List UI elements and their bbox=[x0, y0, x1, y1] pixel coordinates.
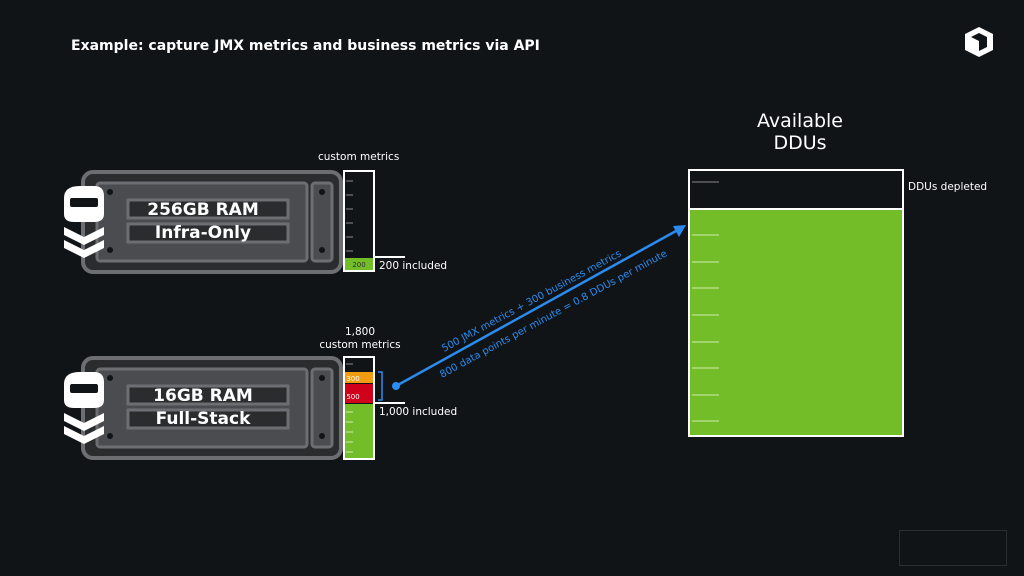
meter-bottom-red-label: 500 bbox=[346, 393, 359, 401]
slide-title: Example: capture JMX metrics and busines… bbox=[71, 38, 540, 54]
meter-top-included-label: 200 included bbox=[379, 260, 448, 272]
server-bottom-line1: 16GB RAM bbox=[153, 386, 253, 406]
ddu-title-line2: DDUs bbox=[773, 132, 827, 154]
server-bottom-line2: Full-Stack bbox=[156, 409, 251, 429]
meter-bottom-count: 1,800 bbox=[344, 326, 376, 338]
arrow-label-line2: 800 data points per minute = 0.8 DDUs pe… bbox=[438, 248, 669, 380]
ddu-panel bbox=[688, 169, 904, 437]
ddu-panel-title: Available DDUs bbox=[740, 110, 860, 154]
meter-top-segment-label: 200 bbox=[352, 261, 365, 269]
dynatrace-logo-icon bbox=[965, 27, 993, 57]
server-infra-only bbox=[81, 170, 343, 274]
meter-bottom bbox=[343, 356, 405, 460]
arrow-label-line1: 500 JMX metrics + 300 business metrics bbox=[440, 248, 623, 354]
flow-arrow bbox=[392, 225, 686, 390]
server-top-line2: Infra-Only bbox=[155, 223, 251, 243]
server-top-line1: 256GB RAM bbox=[147, 200, 258, 220]
meter-top bbox=[343, 170, 405, 272]
meter-bottom-orange-label: 300 bbox=[346, 375, 359, 383]
server-full-stack bbox=[81, 356, 343, 460]
meter-top-label: custom metrics bbox=[318, 151, 400, 163]
oneagent-icon bbox=[64, 372, 104, 444]
meter-bottom-label: custom metrics bbox=[319, 339, 401, 351]
oneagent-icon bbox=[64, 186, 104, 258]
ddu-title-line1: Available bbox=[756, 110, 843, 132]
ddu-depleted-label: DDUs depleted bbox=[908, 181, 988, 193]
slide-corner-box bbox=[899, 530, 1007, 566]
meter-bottom-included-label: 1,000 included bbox=[379, 406, 458, 418]
